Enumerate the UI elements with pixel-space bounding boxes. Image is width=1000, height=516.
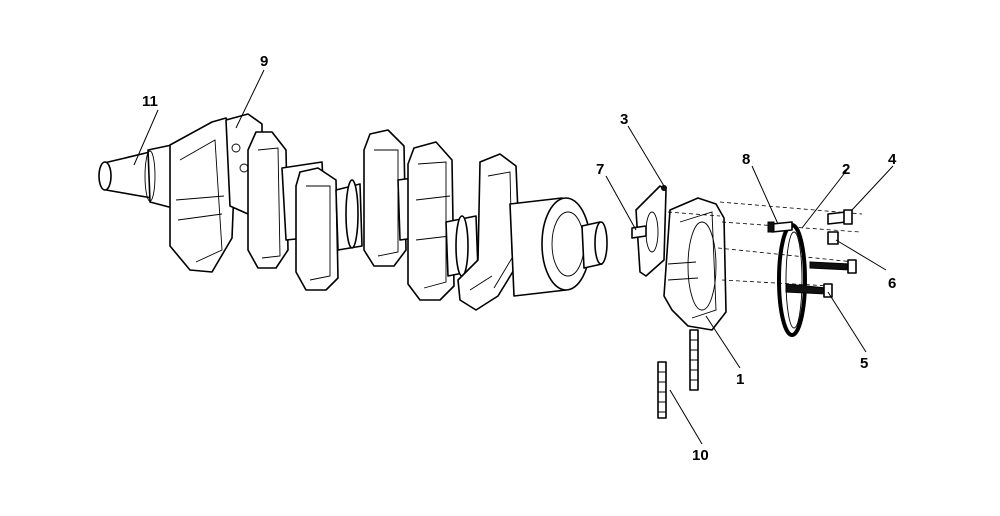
rear-main-seal: [777, 223, 807, 337]
crankshaft-rear-flange: [509, 197, 608, 297]
callout-5: 5: [860, 355, 868, 372]
crankshaft-main-journal-2: [335, 179, 363, 251]
callout-6: 6: [888, 275, 896, 292]
rear-seal-housing: [663, 197, 727, 331]
callout-11: 11: [142, 93, 158, 110]
crankshaft-counterweight-5: [407, 141, 455, 301]
leader-lines: [133, 69, 894, 445]
callout-7: 7: [596, 161, 604, 178]
alignment-lines: [667, 201, 863, 287]
callout-1: 1: [736, 371, 744, 388]
callout-9: 9: [260, 53, 268, 70]
callout-labels: 1 2 3 4 5 6 7 8 9 10 11: [142, 53, 897, 464]
flange-bolt: [827, 209, 853, 225]
long-bolt-upper: [809, 259, 857, 274]
crankshaft-counterweight-rear: [457, 153, 521, 311]
crankshaft-counterweight-2: [247, 131, 289, 269]
callout-4: 4: [888, 151, 897, 168]
short-bolt: [767, 221, 793, 233]
callout-3: 3: [620, 111, 628, 128]
housing-nut: [827, 231, 839, 245]
callout-8: 8: [742, 151, 750, 168]
stud-right: [689, 329, 699, 391]
crankshaft-counterweight-3: [295, 167, 339, 291]
crankshaft-main-journal-3: [445, 215, 479, 277]
dowel-pin: [631, 225, 647, 239]
crankshaft: [98, 113, 608, 311]
long-bolt-lower: [785, 283, 833, 298]
callout-2: 2: [842, 161, 850, 178]
crankshaft-counterweight-front: [169, 117, 237, 273]
stud-left: [657, 361, 667, 419]
crankshaft-counterweight-4: [363, 129, 407, 267]
callout-10: 10: [692, 447, 709, 464]
